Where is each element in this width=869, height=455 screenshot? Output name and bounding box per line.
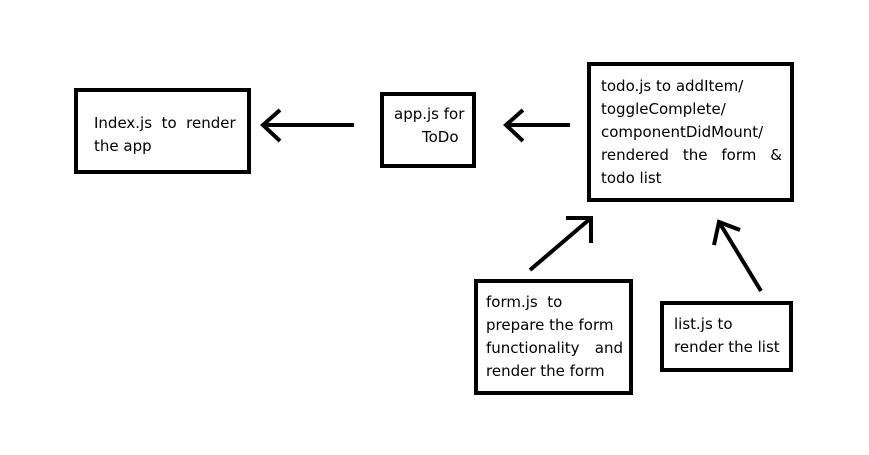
todo-js-node: todo.js to addItem/ toggleComplete/ comp… bbox=[587, 62, 794, 202]
form-js-node: form.js to prepare the form functionalit… bbox=[474, 279, 633, 395]
todo-node-text-4: rendered the form & bbox=[601, 144, 782, 167]
form-node-word-functionality: functionality bbox=[486, 339, 580, 357]
todo-node-word-rendered: rendered bbox=[601, 146, 669, 164]
form-node-text-4: render the form bbox=[486, 362, 605, 380]
form-node-text-3: functionality and bbox=[486, 337, 623, 360]
list-node-text-1: list.js to bbox=[674, 315, 733, 333]
form-node-text-1: form.js to bbox=[486, 293, 563, 311]
index-node-text-2: the app bbox=[94, 137, 152, 155]
app-node-text-2: ToDo bbox=[422, 128, 459, 146]
index-js-node: Index.js to render the app bbox=[74, 88, 251, 174]
arrow-form-to-todo bbox=[528, 216, 593, 272]
todo-node-word-ampersand: & bbox=[770, 146, 782, 164]
arrow-todo-to-app bbox=[503, 108, 570, 143]
todo-node-text-1: todo.js to addItem/ bbox=[601, 77, 744, 95]
todo-node-text-2: toggleComplete/ bbox=[601, 100, 726, 118]
arrow-list-to-todo bbox=[712, 219, 763, 293]
arrow-app-to-index bbox=[260, 108, 354, 143]
list-node-text-2: render the list bbox=[674, 338, 780, 356]
app-js-node: app.js for ToDo bbox=[380, 92, 476, 168]
todo-node-text-3: componentDidMount/ bbox=[601, 123, 764, 141]
index-node-text-1: Index.js to render bbox=[94, 114, 236, 132]
form-node-word-and: and bbox=[594, 339, 623, 357]
form-node-text-2: prepare the form bbox=[486, 316, 614, 334]
todo-node-text-5: todo list bbox=[601, 169, 662, 187]
todo-node-word-form: form bbox=[721, 146, 757, 164]
app-node-text-1: app.js for bbox=[394, 105, 465, 123]
list-js-node: list.js to render the list bbox=[660, 301, 793, 372]
todo-node-word-the: the bbox=[682, 146, 708, 164]
